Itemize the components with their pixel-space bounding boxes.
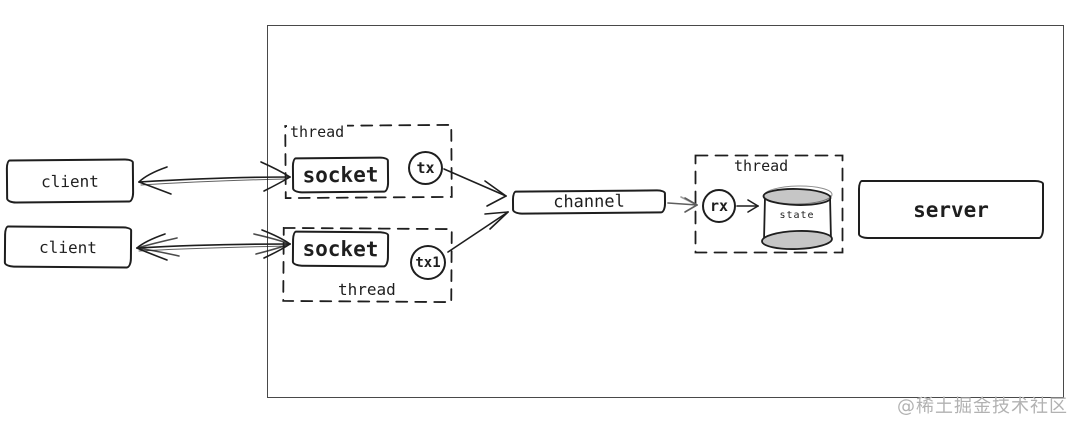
socket-node-top: socket — [291, 156, 390, 194]
thread-server-label: thread — [731, 158, 792, 175]
thread-bottom-label: thread — [335, 281, 399, 298]
watermark: @稀土掘金技术社区 — [897, 396, 1068, 417]
rx-receiver-label: rx — [709, 197, 729, 215]
thread-top-label: thread — [287, 124, 348, 141]
socket-node-bottom-label: socket — [302, 236, 379, 262]
tx1-sender-label: tx1 — [415, 254, 441, 271]
socket-node-top-label: socket — [302, 162, 379, 188]
server-node-label: server — [913, 197, 989, 222]
channel-node-label: channel — [553, 191, 625, 213]
server-process-boundary — [267, 25, 1064, 398]
channel-node: channel — [511, 189, 667, 215]
tx-sender-label: tx — [416, 159, 435, 177]
tx1-sender-node: tx1 — [410, 245, 446, 280]
rx-receiver-node: rx — [702, 189, 736, 223]
tx-sender-node: tx — [408, 151, 443, 185]
server-node: server — [858, 180, 1044, 239]
client-node-bottom-label: client — [39, 237, 97, 257]
client-node-top: client — [5, 158, 135, 204]
client-node-bottom: client — [3, 225, 133, 269]
client-node-top-label: client — [41, 171, 99, 191]
state-store-label: state — [779, 210, 815, 221]
socket-node-bottom: socket — [291, 230, 390, 268]
